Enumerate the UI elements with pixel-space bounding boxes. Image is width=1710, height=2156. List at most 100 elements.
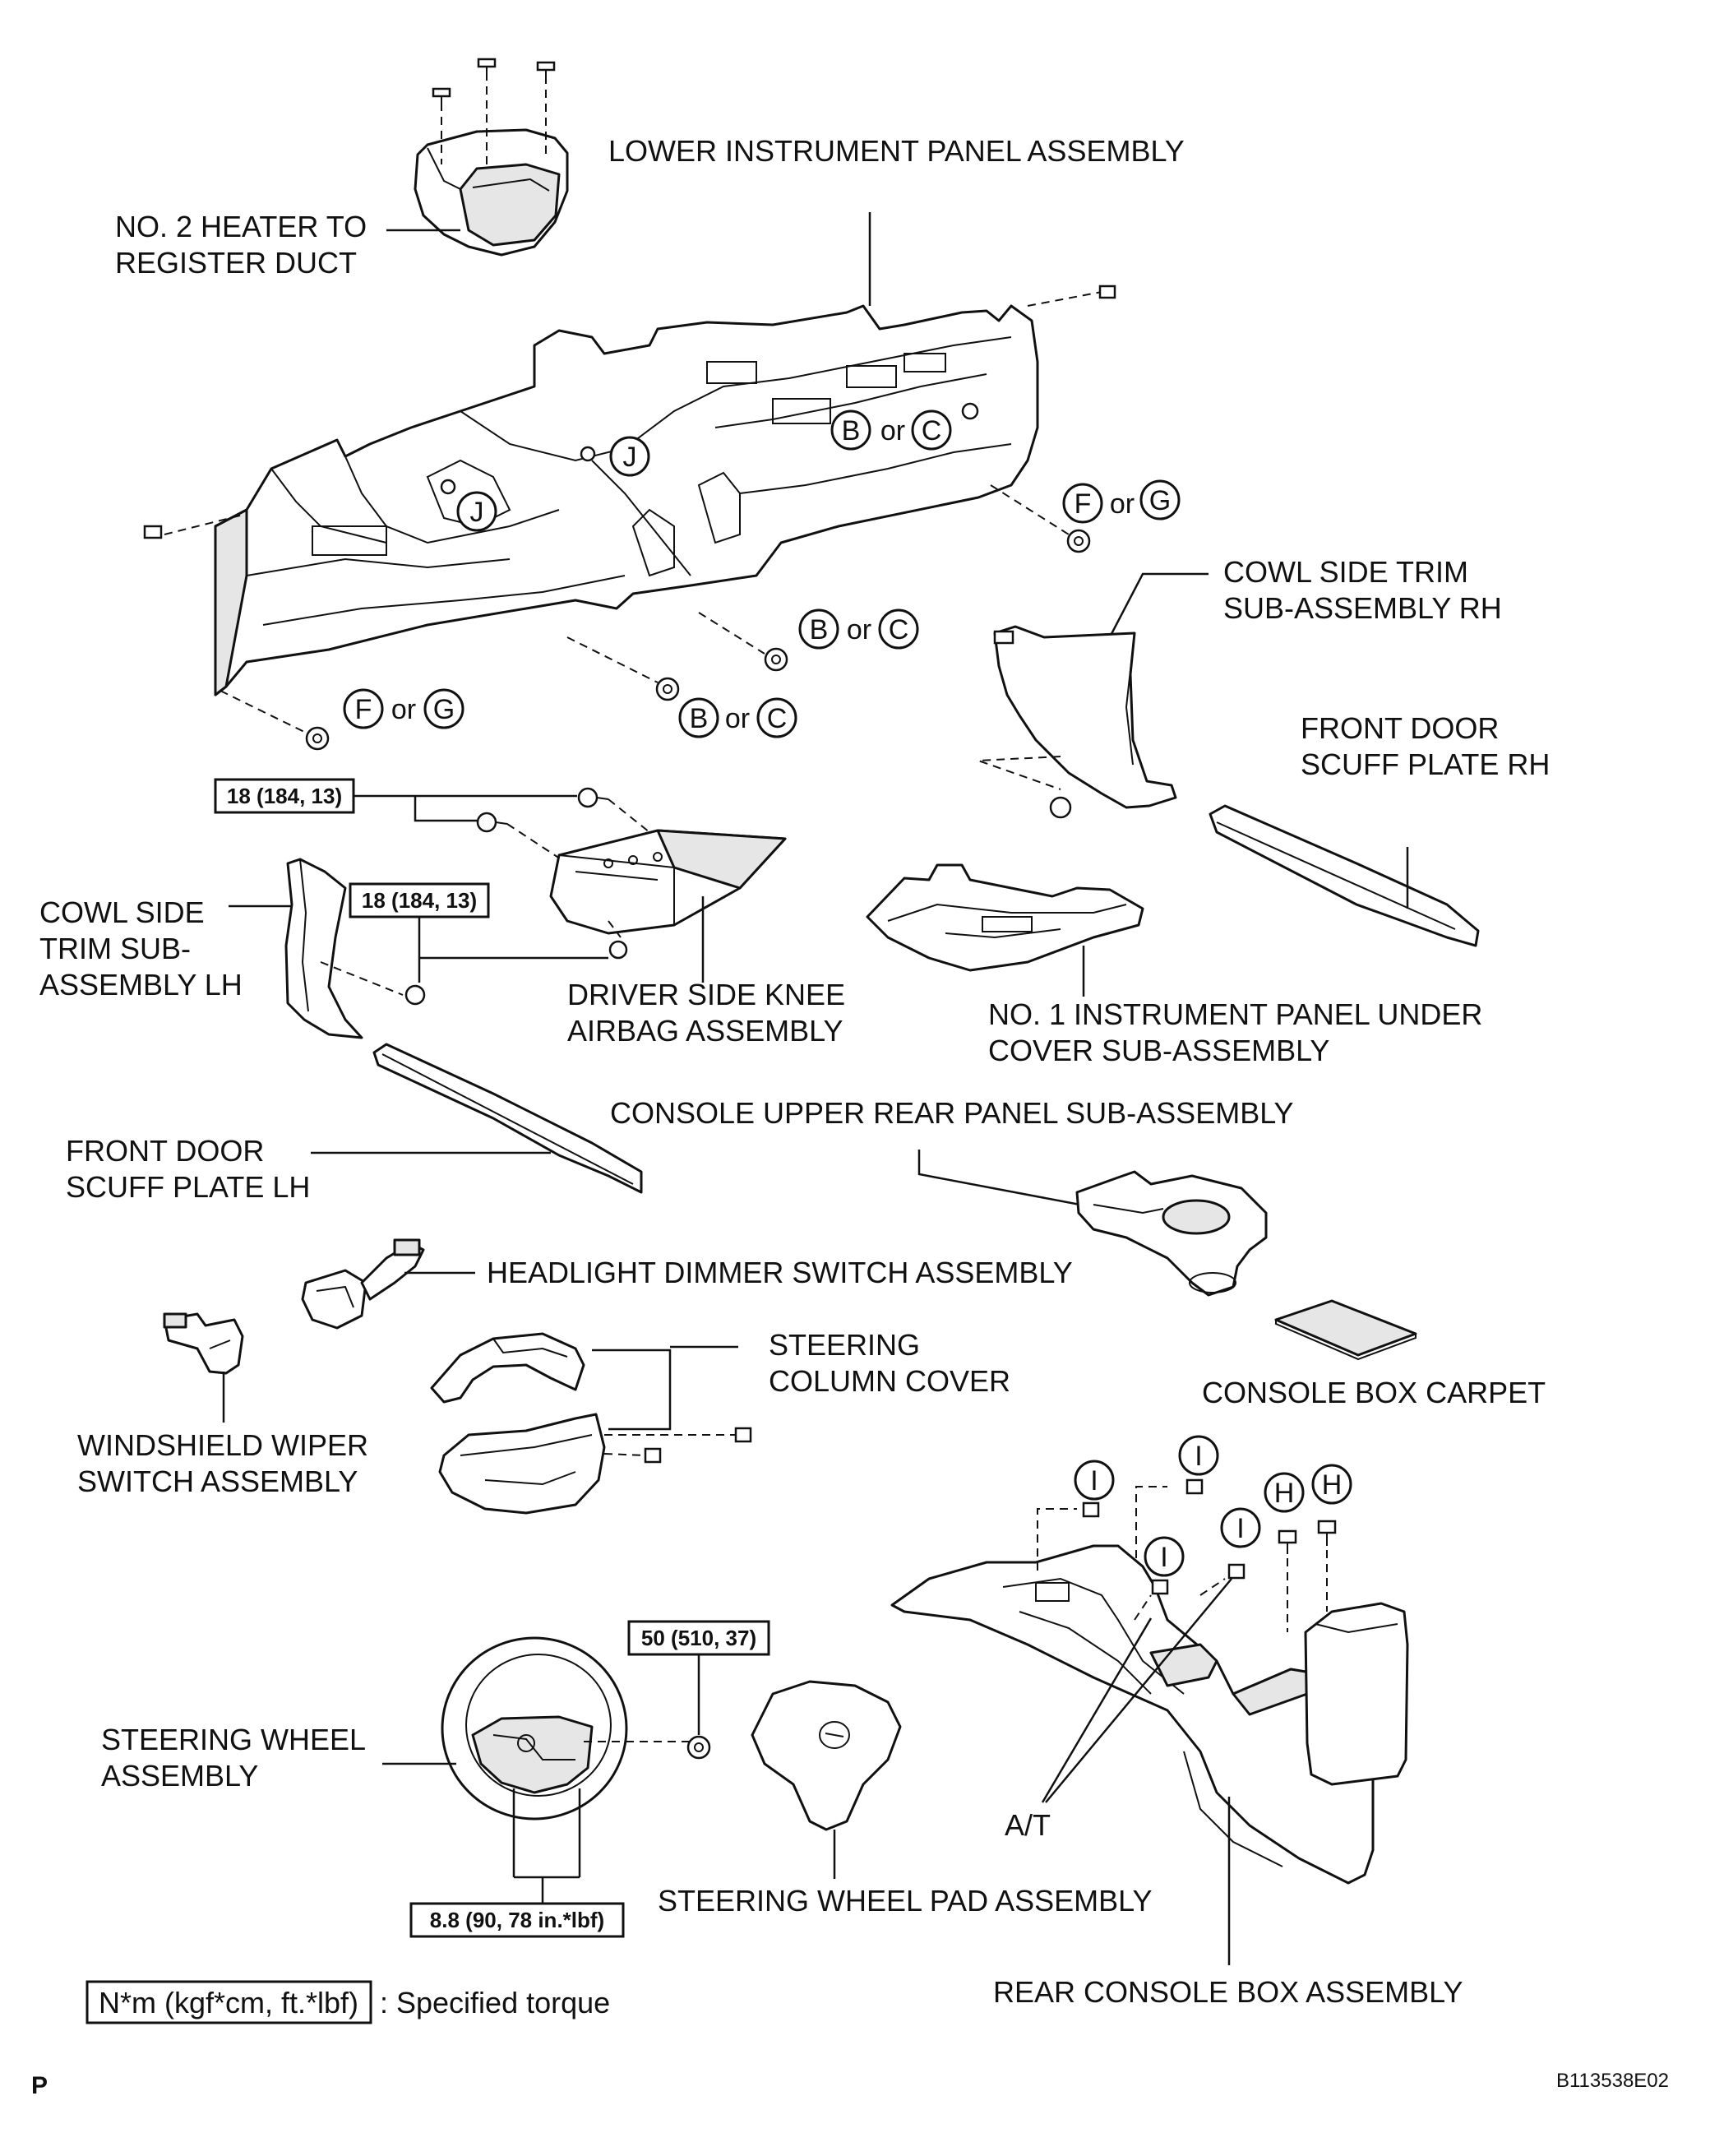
column-cover-upper-drawing [430,1332,585,1404]
leader-line [1041,1578,1232,1803]
fastener-callout-j: J [609,436,650,477]
bolt-icon [1317,1520,1337,1546]
svg-text:J: J [623,442,637,473]
torque-box-wheel-nut: 50 (510, 37) [627,1620,770,1656]
lower-instrument-panel-drawing [214,304,1039,696]
svg-text:8.8 (90, 78 in.*lbf): 8.8 (90, 78 in.*lbf) [430,1908,604,1932]
torque-box-knee-bottom: 18 (184, 13) [349,882,490,918]
headlight-switch-drawing [301,1238,425,1330]
screw-icon [1151,1579,1169,1595]
wheel-pad-label: STEERING WHEEL PAD ASSEMBLY [658,1884,1153,1918]
page-mark: P [31,2072,48,2099]
fastener-callout-i: I [1178,1435,1219,1476]
svg-text:F: F [355,694,372,725]
torque-box-knee-top: 18 (184, 13) [214,778,355,814]
screw-icon [536,61,556,81]
bolt-icon [655,677,680,701]
screw-icon [432,87,451,107]
svg-text:C: C [922,415,942,446]
console-upper-rear-panel-drawing [1075,1170,1268,1297]
svg-text:C: C [767,703,788,734]
screw-icon [143,525,163,539]
screw-icon [1185,1478,1204,1495]
knee-airbag-label-line2: AIRBAG ASSEMBLY [567,1014,843,1048]
svg-text:H: H [1322,1469,1343,1501]
bolt-icon [404,984,426,1006]
leader-line [418,917,608,983]
bolt-icon [476,812,508,833]
wiper-switch-label-line1: WINDSHIELD WIPER [77,1428,368,1462]
cowl-side-trim-rh-drawing [993,625,1177,809]
svg-text:18 (184, 13): 18 (184, 13) [227,784,342,808]
torque-legend: N*m (kgf*cm, ft.*lbf) : Specified torque [86,1980,610,2024]
leader-line [592,1345,738,1431]
svg-text:or: or [880,415,905,446]
bolt-icon [1066,529,1091,553]
console-carpet-label: CONSOLE BOX CARPET [1202,1376,1546,1409]
fastener-callout-i: I [1144,1536,1185,1577]
screw-icon [644,1447,662,1464]
scuff-plate-lh-drawing [372,1043,643,1194]
column-cover-label-line2: COLUMN COVER [769,1364,1010,1398]
svg-text:B: B [690,703,709,734]
fastener-callout-f-or-g: F or G [1062,479,1181,524]
steering-wheel-drawing [441,1636,628,1821]
wiper-switch-label-line2: SWITCH ASSEMBLY [77,1464,358,1498]
svg-text:I: I [1090,1465,1098,1497]
lower-panel-label: LOWER INSTRUMENT PANEL ASSEMBLY [608,134,1185,168]
screw-icon [1098,285,1116,299]
console-armrest-lid-drawing [1304,1602,1409,1786]
bolt-icon [1278,1529,1297,1554]
rear-console-label: REAR CONSOLE BOX ASSEMBLY [993,1975,1463,2009]
svg-text:I: I [1195,1441,1202,1472]
svg-text:50 (510, 37): 50 (510, 37) [641,1626,756,1650]
leader-line [1102,572,1209,650]
scuff-rh-label-line1: FRONT DOOR [1301,711,1499,745]
at-note-label: A/T [1005,1808,1051,1842]
wiper-switch-drawing [163,1312,244,1375]
fastener-callout-b-or-c: B or C [830,409,952,451]
leader-line [354,794,577,822]
torque-box-wheel-screws: 8.8 (90, 78 in.*lbf) [409,1902,625,1938]
svg-text:or: or [847,614,871,645]
fastener-callout-f-or-g: F or G [343,688,464,729]
screw-icon [477,58,497,77]
cowl-lh-label-line1: COWL SIDE [39,895,205,929]
cowl-rh-label-line2: SUB-ASSEMBLY RH [1223,591,1502,625]
fastener-callout-i: I [1220,1507,1261,1548]
heater-duct-label-line2: REGISTER DUCT [115,246,357,280]
cowl-side-trim-lh-drawing [284,858,363,1039]
svg-text:or: or [391,694,416,725]
under-cover-label-line1: NO. 1 INSTRUMENT PANEL UNDER [988,997,1482,1031]
svg-text:H: H [1274,1478,1295,1509]
headlight-switch-label: HEADLIGHT DIMMER SWITCH ASSEMBLY [487,1256,1073,1289]
column-cover-lower-drawing [438,1413,606,1515]
bolt-icon [608,940,628,960]
under-cover-label-line2: COVER SUB-ASSEMBLY [988,1034,1329,1067]
scuff-lh-label-line2: SCUFF PLATE LH [66,1170,310,1204]
scuff-plate-rh-drawing [1209,804,1480,947]
cowl-lh-label-line3: ASSEMBLY LH [39,968,243,1002]
cowl-rh-label-line1: COWL SIDE TRIM [1223,555,1468,589]
bolt-icon [764,647,788,672]
scuff-lh-label-line1: FRONT DOOR [66,1134,264,1168]
bolt-icon [577,787,609,808]
heater-duct-label-line1: NO. 2 HEATER TO [115,210,367,243]
console-carpet-drawing [1274,1299,1417,1361]
knee-airbag-drawing [549,829,787,935]
svg-text:I: I [1160,1542,1167,1573]
svg-text:B: B [810,614,829,645]
knee-airbag-label-line1: DRIVER SIDE KNEE [567,978,845,1011]
leader-line [917,1150,1102,1210]
svg-text:J: J [470,497,484,528]
scuff-rh-label-line2: SCUFF PLATE RH [1301,747,1550,781]
heater-duct-drawing [414,58,569,257]
steering-wheel-label-line2: ASSEMBLY [101,1759,258,1793]
leader-line [512,1788,581,1904]
under-cover-drawing [866,863,1144,972]
bolt-icon [305,726,330,751]
svg-text:or: or [1110,488,1135,520]
rear-console-box-drawing [890,1544,1375,1885]
fastener-callout-b-or-c: B or C [678,697,797,738]
